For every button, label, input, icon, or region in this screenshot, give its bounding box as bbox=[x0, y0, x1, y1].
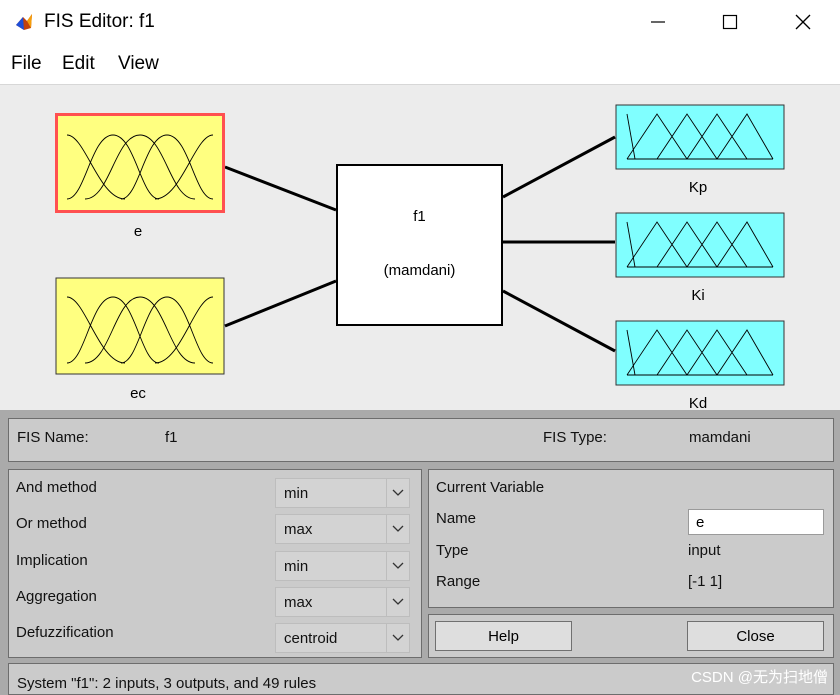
output-kp-box[interactable] bbox=[615, 104, 785, 175]
output-kp-label: Kp bbox=[688, 179, 708, 196]
window-title: FIS Editor: f1 bbox=[44, 11, 155, 32]
input-ec-label: ec bbox=[130, 385, 146, 402]
fis-diagram: e ec f1 (mamdani) Kp bbox=[0, 85, 840, 412]
fis-system-box[interactable]: f1 (mamdani) bbox=[336, 164, 503, 326]
input-ec-box[interactable] bbox=[55, 277, 225, 380]
close-button[interactable]: Close bbox=[687, 621, 824, 651]
triangular-mf-plot bbox=[615, 104, 785, 170]
current-variable-panel bbox=[428, 469, 834, 608]
status-bar: System "f1": 2 inputs, 3 outputs, and 49… bbox=[8, 663, 834, 695]
or-method-label: Or method bbox=[16, 515, 87, 532]
fis-system-method: (mamdani) bbox=[383, 262, 456, 279]
and-method-value: min bbox=[284, 485, 309, 502]
aggregation-select[interactable]: max bbox=[275, 587, 410, 617]
status-text: System "f1": 2 inputs, 3 outputs, and 49… bbox=[17, 675, 317, 692]
implication-label: Implication bbox=[16, 552, 88, 569]
fis-name-value: f1 bbox=[165, 429, 178, 446]
input-e-box[interactable] bbox=[55, 113, 225, 218]
maximize-button[interactable] bbox=[702, 0, 758, 44]
output-ki-label: Ki bbox=[691, 287, 705, 304]
minimize-icon bbox=[651, 21, 665, 23]
chevron-down-icon bbox=[386, 588, 409, 616]
defuzzification-value: centroid bbox=[284, 630, 338, 647]
fis-name-label: FIS Name: bbox=[17, 429, 89, 446]
output-kd-label: Kd bbox=[688, 395, 708, 412]
gaussian-mf-plot bbox=[55, 277, 225, 375]
defuzzification-select[interactable]: centroid bbox=[275, 623, 410, 653]
matlab-icon bbox=[16, 14, 32, 30]
connector-lines bbox=[224, 135, 616, 353]
menu-view[interactable]: View bbox=[118, 53, 159, 74]
output-kd-box[interactable] bbox=[615, 320, 785, 391]
variable-name-input[interactable]: e bbox=[688, 509, 824, 535]
and-method-label: And method bbox=[16, 479, 97, 496]
chevron-down-icon bbox=[386, 515, 409, 543]
triangular-mf-plot bbox=[615, 320, 785, 386]
and-method-select[interactable]: min bbox=[275, 478, 410, 508]
variable-type-label: Type bbox=[436, 542, 469, 559]
or-method-select[interactable]: max bbox=[275, 514, 410, 544]
triangular-mf-plot bbox=[615, 212, 785, 278]
current-variable-heading: Current Variable bbox=[436, 479, 545, 496]
or-method-value: max bbox=[284, 521, 313, 538]
title-bar: FIS Editor: f1 bbox=[0, 0, 840, 44]
minimize-button[interactable] bbox=[630, 0, 686, 44]
implication-value: min bbox=[284, 558, 309, 575]
variable-range-value: [-1 1] bbox=[688, 573, 723, 590]
help-button[interactable]: Help bbox=[435, 621, 572, 651]
variable-name-value: e bbox=[696, 514, 705, 531]
maximize-icon bbox=[722, 14, 738, 30]
chevron-down-icon bbox=[386, 552, 409, 580]
defuzzification-label: Defuzzification bbox=[16, 624, 114, 641]
implication-select[interactable]: min bbox=[275, 551, 410, 581]
close-window-button[interactable] bbox=[775, 0, 831, 44]
fis-info-panel: FIS Name: f1 FIS Type: mamdani bbox=[8, 418, 834, 462]
fis-system-name: f1 bbox=[413, 208, 426, 225]
menu-edit[interactable]: Edit bbox=[62, 53, 95, 74]
input-e-label: e bbox=[133, 223, 143, 240]
chevron-down-icon bbox=[386, 479, 409, 507]
menu-bar: File Edit View bbox=[0, 44, 840, 85]
fis-type-value: mamdani bbox=[689, 429, 751, 446]
chevron-down-icon bbox=[386, 624, 409, 652]
close-icon bbox=[795, 14, 811, 30]
aggregation-value: max bbox=[284, 594, 313, 611]
variable-range-label: Range bbox=[436, 573, 481, 590]
watermark: CSDN @无为扫地僧 bbox=[691, 669, 828, 686]
menu-file[interactable]: File bbox=[11, 53, 42, 74]
aggregation-label: Aggregation bbox=[16, 588, 97, 605]
variable-name-label: Name bbox=[436, 510, 477, 527]
variable-type-value: input bbox=[688, 542, 721, 559]
gaussian-mf-plot bbox=[55, 113, 225, 213]
output-ki-box[interactable] bbox=[615, 212, 785, 283]
fis-type-label: FIS Type: bbox=[543, 429, 607, 446]
